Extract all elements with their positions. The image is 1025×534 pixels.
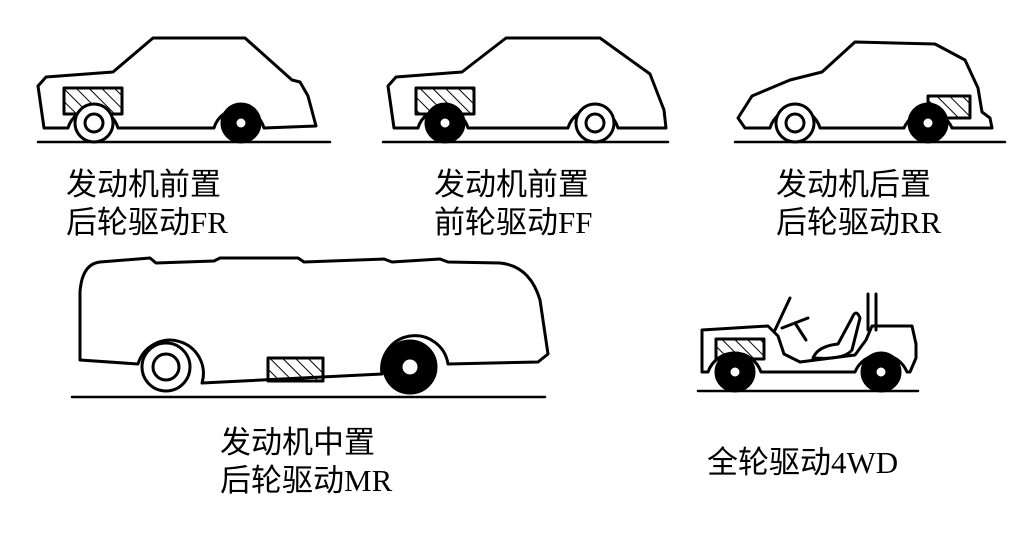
caption-mr: 发动机中置 后轮驱动MR xyxy=(220,424,392,500)
caption-line-1: 发动机中置 xyxy=(220,425,375,460)
car-rr xyxy=(733,40,1007,144)
engine-box xyxy=(266,356,325,383)
caption-line-2: 前轮驱动FF xyxy=(434,205,593,240)
caption-line-2: 后轮驱动MR xyxy=(220,463,393,498)
bus-body xyxy=(78,256,550,385)
front-wheel xyxy=(140,341,192,393)
caption-4wd: 全轮驱动4WD xyxy=(707,444,898,482)
car-fr xyxy=(36,36,332,144)
rear-wheel-driven xyxy=(907,102,949,144)
caption-line-1: 发动机前置 xyxy=(434,167,589,202)
caption-line-2: 后轮驱动FR xyxy=(66,205,228,240)
rear-wheel-driven xyxy=(220,102,262,144)
car-ff xyxy=(381,36,670,144)
seat xyxy=(811,311,862,360)
rear-wheel-driven xyxy=(860,351,902,393)
steering-wheel xyxy=(780,316,810,342)
front-wheel-driven xyxy=(424,102,466,144)
caption-line-2: 后轮驱动RR xyxy=(776,205,942,240)
bus-mr xyxy=(70,256,550,399)
caption-line-1: 全轮驱动4WD xyxy=(707,445,899,480)
front-wheel xyxy=(774,102,816,144)
caption-line-1: 发动机前置 xyxy=(66,167,221,202)
rear-wheel-driven xyxy=(382,339,438,395)
caption-fr: 发动机前置 后轮驱动FR xyxy=(66,166,228,242)
caption-rr: 发动机后置 后轮驱动RR xyxy=(776,166,941,242)
caption-ff: 发动机前置 前轮驱动FF xyxy=(434,166,592,242)
caption-line-1: 发动机后置 xyxy=(776,167,931,202)
windshield xyxy=(773,296,792,332)
front-wheel xyxy=(73,102,115,144)
jeep-4wd xyxy=(696,292,920,393)
front-wheel-driven xyxy=(714,351,756,393)
rear-wheel xyxy=(574,102,616,144)
